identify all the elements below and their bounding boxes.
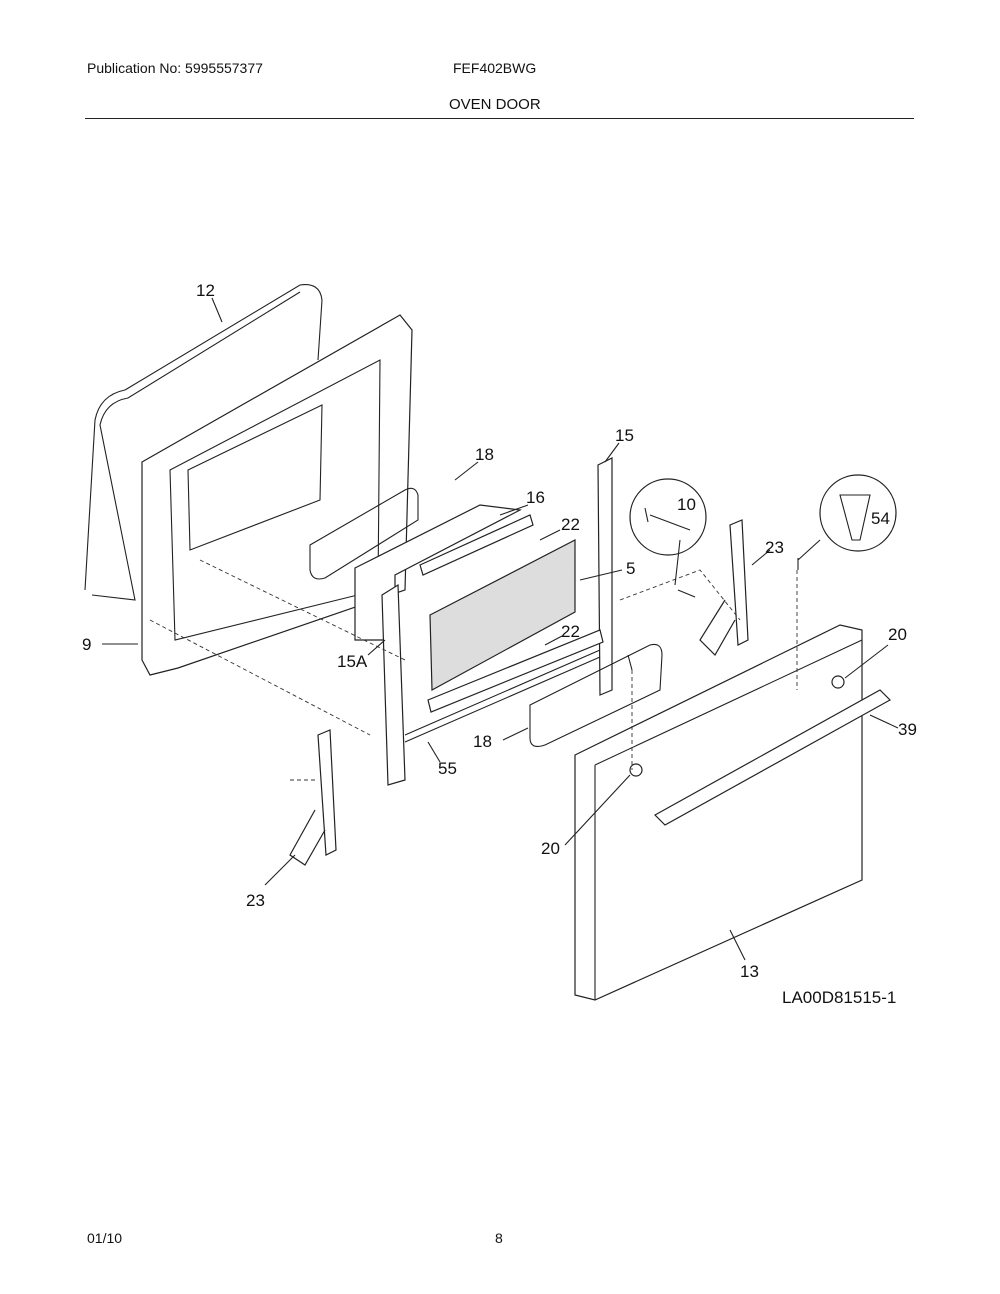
footer-date: 01/10 bbox=[87, 1230, 123, 1246]
callout-circle-54 bbox=[819, 474, 897, 552]
callout-20-right: 20 bbox=[888, 625, 907, 644]
part-inner-door-9 bbox=[141, 314, 413, 676]
part-insulation-5 bbox=[429, 539, 576, 691]
header-divider bbox=[85, 118, 914, 119]
callout-39: 39 bbox=[898, 720, 917, 739]
callout-20-left: 20 bbox=[541, 839, 560, 858]
callout-13: 13 bbox=[740, 962, 759, 981]
part-bumper-20-right bbox=[831, 675, 845, 689]
callout-15a: 15A bbox=[337, 652, 368, 671]
part-hinge-23-left bbox=[289, 729, 337, 866]
callout-22-upper: 22 bbox=[561, 515, 580, 534]
part-channel-15 bbox=[597, 457, 613, 696]
publication-number: Publication No: 5995557377 bbox=[87, 60, 263, 76]
part-gasket-18-upper bbox=[309, 487, 419, 580]
part-bracket-22-upper bbox=[419, 514, 534, 576]
part-rod-55 bbox=[404, 649, 601, 743]
page-number: 8 bbox=[495, 1230, 503, 1246]
model-number: FEF402BWG bbox=[453, 60, 537, 76]
part-channel-15a bbox=[381, 583, 406, 786]
callout-10: 10 bbox=[677, 495, 696, 514]
part-handle-39 bbox=[654, 689, 891, 826]
callout-18: 18 bbox=[475, 445, 494, 464]
callout-5: 5 bbox=[626, 559, 635, 578]
callout-12: 12 bbox=[196, 281, 215, 300]
part-bracket-22-lower bbox=[427, 629, 604, 713]
callout-55: 55 bbox=[438, 759, 457, 778]
callout-23-left: 23 bbox=[246, 891, 265, 910]
callout-23-right: 23 bbox=[765, 538, 784, 557]
callout-9: 9 bbox=[82, 635, 91, 654]
callout-18-lower: 18 bbox=[473, 732, 492, 751]
callout-15: 15 bbox=[615, 426, 634, 445]
callout-16: 16 bbox=[526, 488, 545, 507]
callout-circle-10 bbox=[629, 478, 707, 556]
part-hinge-23-right bbox=[699, 519, 749, 656]
part-outer-door-13 bbox=[574, 624, 863, 1001]
part-glass-16 bbox=[354, 504, 522, 641]
part-gasket-12 bbox=[84, 284, 323, 601]
part-gasket-18-lower bbox=[529, 643, 663, 747]
part-bumper-20-left bbox=[629, 763, 643, 777]
section-title: OVEN DOOR bbox=[449, 96, 541, 113]
callout-54: 54 bbox=[871, 509, 890, 528]
drawing-id: LA00D81515-1 bbox=[782, 988, 896, 1007]
callout-22-lower: 22 bbox=[561, 622, 580, 641]
